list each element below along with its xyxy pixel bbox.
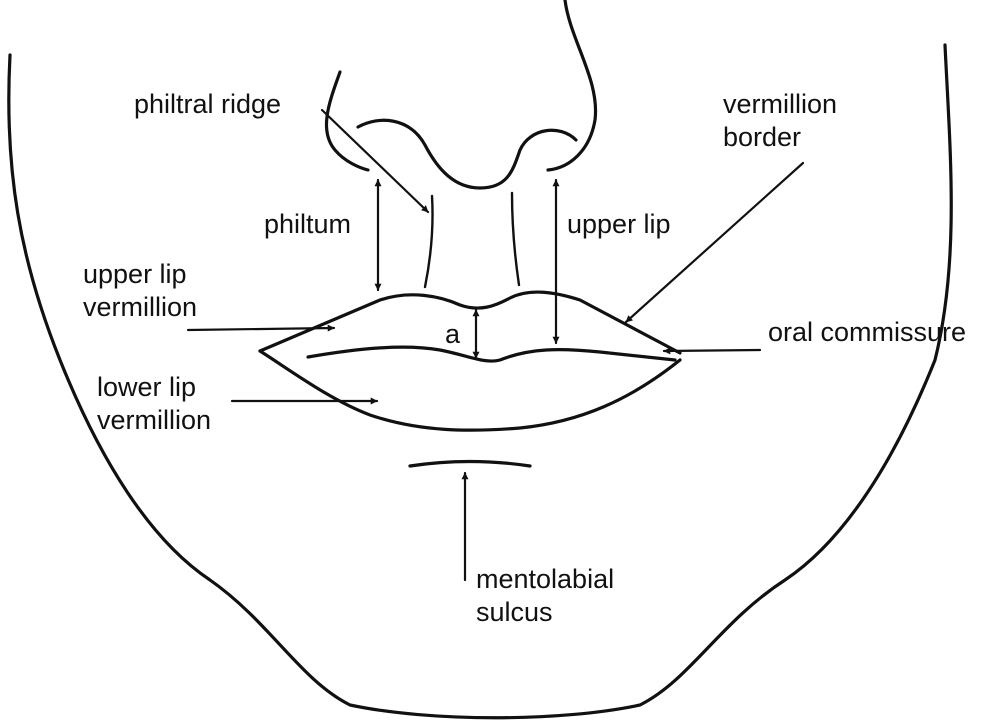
philtum-label: philtum [264, 209, 352, 239]
upper-lip-label: upper lip [567, 209, 671, 239]
philtral-ridge-right [510, 191, 521, 287]
nose-alar-left [324, 70, 370, 172]
philtral-ridge-label: philtral ridge [134, 89, 282, 119]
upper-lip-vermillion-label: upper lip vermillion [83, 259, 198, 322]
nose-outline [546, 0, 598, 172]
philtral-ridge-left [423, 194, 434, 289]
oral-commissure-label: oral commissure [768, 317, 967, 347]
vermillion-border-label: vermillion border [723, 89, 838, 152]
upper-lip-vermillion-leader [186, 324, 336, 332]
nose-tip [356, 118, 578, 190]
vermillion-border-leader [624, 161, 805, 324]
philtral-ridge-leader [320, 108, 430, 214]
oral-commissure-leader [662, 347, 762, 355]
mentolabial-sulcus-curve [408, 459, 532, 468]
mentolabial-sulcus-label: mentolabial sulcus [476, 564, 615, 627]
lower-lip-vermillion-label: lower lip vermillion [97, 372, 212, 435]
a-label: a [445, 319, 461, 349]
upper-lip-outline [258, 290, 682, 355]
lower-lip-outline [258, 349, 682, 432]
lip-line [306, 345, 677, 363]
face-outline [7, 43, 953, 720]
